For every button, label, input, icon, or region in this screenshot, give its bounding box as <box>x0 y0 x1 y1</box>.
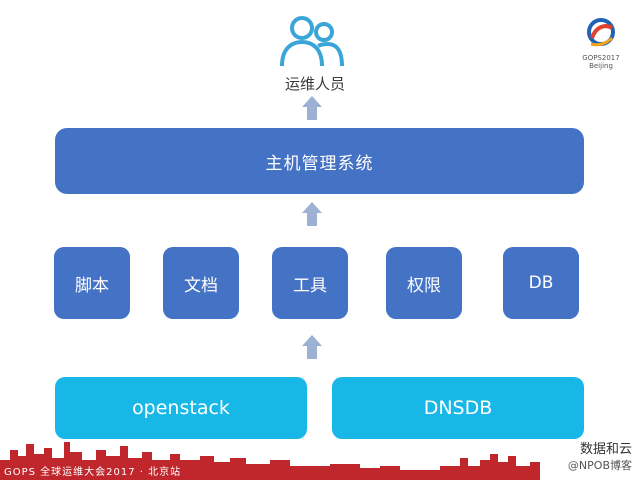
watermark: 数据和云 @NPOB博客 <box>568 442 632 474</box>
logo-line1: GOPS2017 <box>582 54 620 62</box>
module-label: 脚本 <box>75 275 109 296</box>
module-scripts: 脚本 <box>54 247 130 319</box>
module-documents: 文档 <box>163 247 239 319</box>
module-label: 文档 <box>184 275 218 296</box>
skyline-decoration <box>0 442 540 480</box>
base-label: DNSDB <box>423 397 493 419</box>
host-management-system: 主机管理系统 <box>55 128 584 194</box>
module-label: 权限 <box>407 275 441 296</box>
module-label: 工具 <box>293 275 327 296</box>
base-openstack: openstack <box>55 377 307 439</box>
arrow-up-icon <box>302 96 322 120</box>
arrow-up-icon <box>302 335 322 359</box>
watermark-title: 数据和云 <box>579 442 632 457</box>
users-icon <box>278 12 346 70</box>
footer-text: GOPS 全球运维大会2017 · 北京站 <box>4 467 182 478</box>
base-dnsdb: DNSDB <box>332 377 584 439</box>
arrow-up-icon <box>302 202 322 226</box>
module-tools: 工具 <box>272 247 348 319</box>
operators-label: 运维人员 <box>284 75 345 93</box>
logo-line2: Beijing <box>589 62 613 70</box>
module-permissions: 权限 <box>386 247 462 319</box>
module-label: DB <box>528 273 554 293</box>
base-label: openstack <box>132 397 230 419</box>
gops-logo: GOPS2017 Beijing <box>576 16 626 76</box>
module-db: DB <box>503 247 579 319</box>
gops-logo-mark <box>587 18 615 47</box>
host-management-system-label: 主机管理系统 <box>265 153 374 174</box>
watermark-subtitle: @NPOB博客 <box>567 459 632 472</box>
